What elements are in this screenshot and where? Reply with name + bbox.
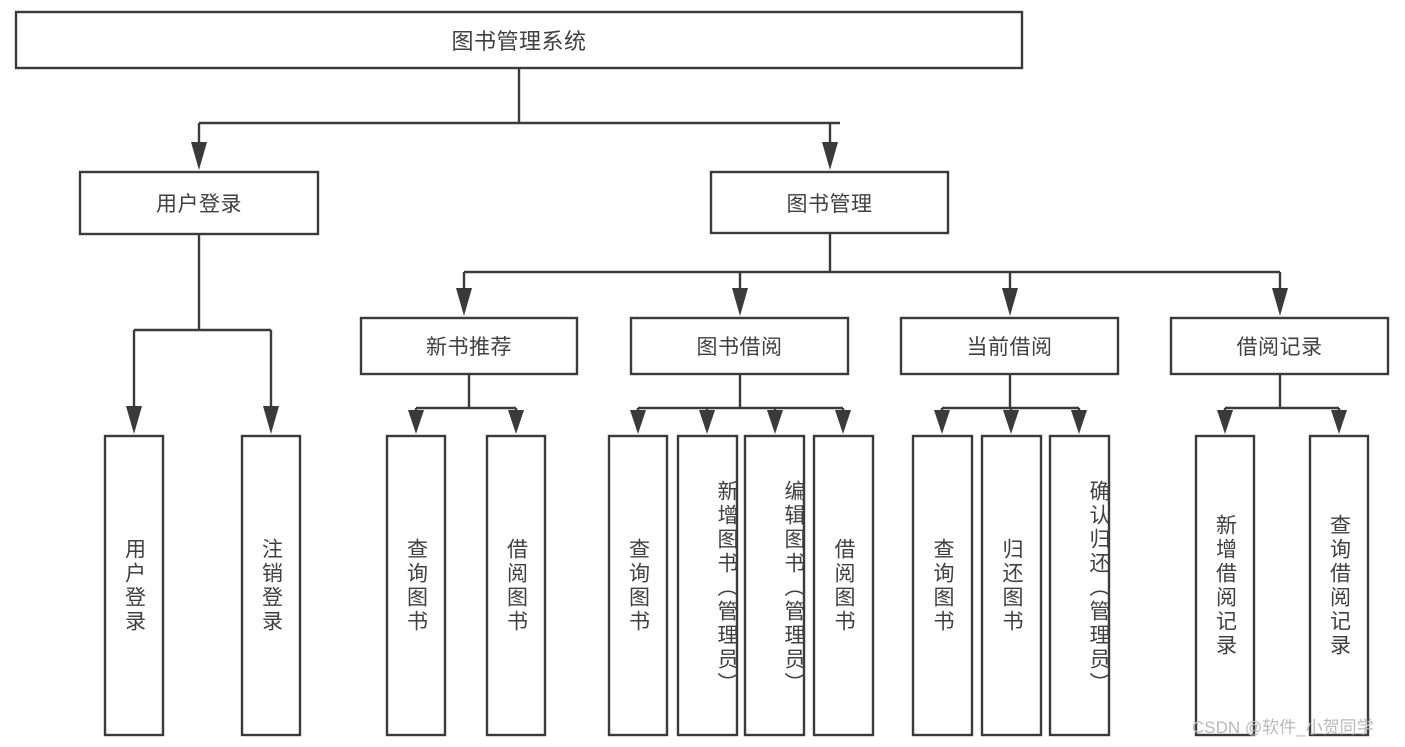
arrow-head-icon <box>699 410 715 434</box>
node-leaf-confirm-return-box[interactable] <box>1048 434 1111 737</box>
arrow-head-icon <box>191 142 207 170</box>
edge-user-login-to-leaves <box>126 234 279 434</box>
arrow-head-icon <box>1071 410 1087 434</box>
edge-new-book-recommend-to-leaves <box>408 374 524 434</box>
arrow-head-icon <box>263 406 279 434</box>
node-leaf-query-book-3-box[interactable] <box>911 434 974 737</box>
arrow-head-icon <box>822 142 838 170</box>
edge-book-management-to-level3 <box>456 233 1288 316</box>
node-current-borrow-box[interactable] <box>899 316 1120 376</box>
node-root-box[interactable] <box>14 10 1024 70</box>
arrow-head-icon <box>508 410 524 434</box>
arrow-head-icon <box>835 410 851 434</box>
node-leaf-query-book-1-box[interactable] <box>385 434 447 737</box>
arrow-head-icon <box>934 410 950 434</box>
edge-borrow-record-to-leaves <box>1217 374 1347 434</box>
node-leaf-logout-box[interactable] <box>240 434 302 737</box>
edge-book-borrow-to-leaves <box>630 374 851 434</box>
node-leaf-borrow-book-1-box[interactable] <box>485 434 547 737</box>
arrow-head-icon <box>732 288 748 316</box>
arrow-head-icon <box>456 288 472 316</box>
arrow-head-icon <box>1002 288 1018 316</box>
node-new-book-recommend-box[interactable] <box>359 316 579 376</box>
edge-current-borrow-to-leaves <box>934 374 1087 434</box>
arrow-head-icon <box>767 410 783 434</box>
arrow-head-icon <box>630 410 646 434</box>
node-leaf-return-book-box[interactable] <box>980 434 1043 737</box>
edge-root-to-level2 <box>191 68 840 170</box>
node-leaf-add-record-box[interactable] <box>1194 434 1256 737</box>
arrow-head-icon <box>126 406 142 434</box>
arrow-head-icon <box>1217 410 1233 434</box>
node-leaf-borrow-book-2-box[interactable] <box>812 434 875 737</box>
arrow-head-icon <box>1272 288 1288 316</box>
node-leaf-add-book-box[interactable] <box>676 434 739 737</box>
node-leaf-query-book-2-box[interactable] <box>607 434 669 737</box>
node-leaf-query-record-box[interactable] <box>1308 434 1370 737</box>
node-book-borrow-box[interactable] <box>629 316 850 376</box>
arrow-head-icon <box>408 410 424 434</box>
node-leaf-edit-book-box[interactable] <box>743 434 806 737</box>
arrow-head-icon <box>1003 410 1019 434</box>
node-user-login-box[interactable] <box>78 170 320 236</box>
node-book-management-box[interactable] <box>709 170 950 235</box>
node-leaf-user-login-box[interactable] <box>103 434 165 737</box>
node-borrow-record-box[interactable] <box>1169 316 1390 376</box>
arrow-head-icon <box>1331 410 1347 434</box>
